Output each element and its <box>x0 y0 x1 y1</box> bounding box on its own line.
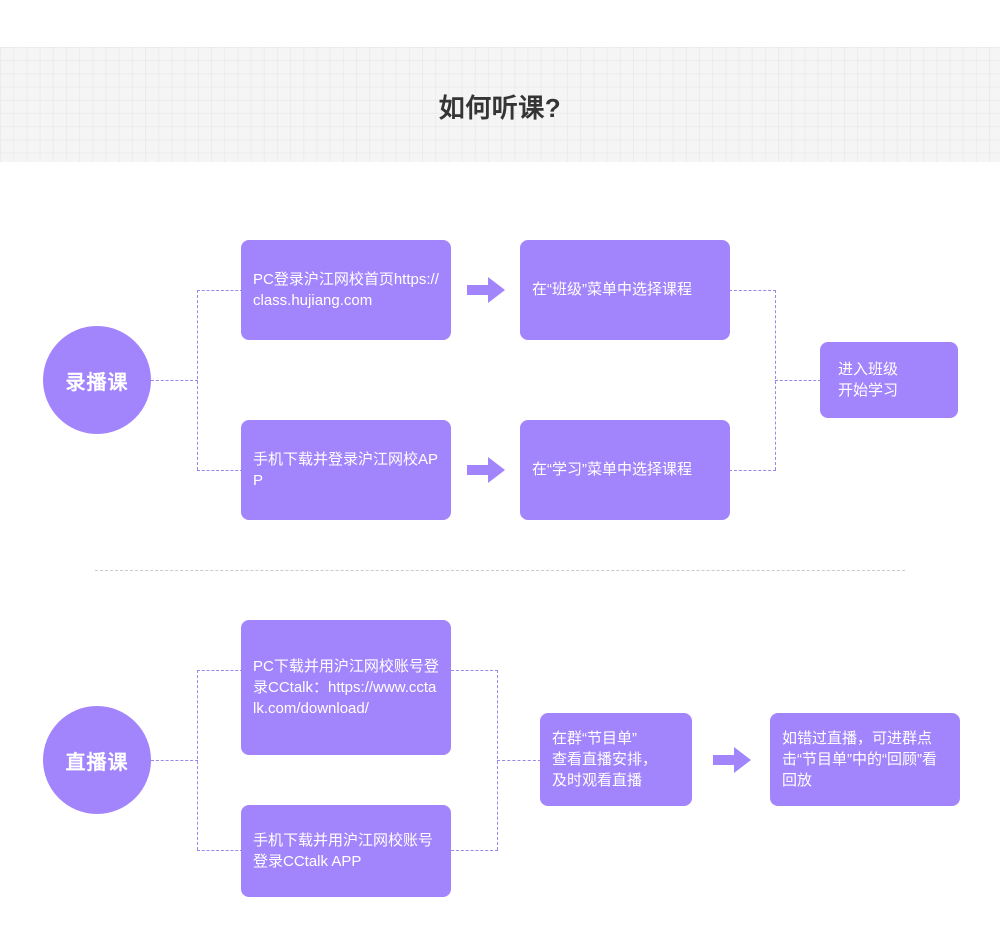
node-program-list[interactable]: 在群“节目单” 查看直播安排， 及时观看直播 <box>540 713 692 806</box>
connector-live-to-mobile-cctalk <box>197 850 243 851</box>
section-divider <box>95 570 905 571</box>
connector-live-circle-stub <box>151 760 198 761</box>
node-recorded-course-circle[interactable]: 录播课 <box>43 326 151 434</box>
node-study-menu[interactable]: 在“学习”菜单中选择课程 <box>520 420 730 520</box>
connector-recorded-to-app-login <box>197 470 243 471</box>
node-enter-class[interactable]: 进入班级 开始学习 <box>820 342 958 418</box>
arrow-to-study-menu-icon <box>467 455 505 485</box>
connector-study-menu-out <box>729 470 776 471</box>
connector-pc-cctalk-out <box>451 670 498 671</box>
connector-live-to-program-list <box>497 760 541 761</box>
connector-recorded-left-spine <box>197 290 198 470</box>
node-class-menu[interactable]: 在“班级”菜单中选择课程 <box>520 240 730 340</box>
node-mobile-cctalk[interactable]: 手机下载并用沪江网校账号登录CCtalk APP <box>241 805 451 897</box>
connector-recorded-to-enter-class <box>775 380 821 381</box>
connector-live-to-pc-cctalk <box>197 670 243 671</box>
arrow-to-replay-icon <box>713 745 751 775</box>
arrow-to-class-menu-icon <box>467 275 505 305</box>
node-replay[interactable]: 如错过直播，可进群点击“节目单”中的“回顾”看回放 <box>770 713 960 806</box>
connector-class-menu-out <box>729 290 776 291</box>
node-app-login[interactable]: 手机下载并登录沪江网校APP <box>241 420 451 520</box>
node-pc-login[interactable]: PC登录沪江网校首页https://class.hujiang.com <box>241 240 451 340</box>
connector-live-left-spine <box>197 670 198 850</box>
node-pc-cctalk[interactable]: PC下载并用沪江网校账号登录CCtalk：https://www.cctalk.… <box>241 620 451 755</box>
connector-recorded-to-pc-login <box>197 290 243 291</box>
page-title: 如何听课? <box>438 93 562 123</box>
node-live-course-circle[interactable]: 直播课 <box>43 706 151 814</box>
header-band <box>0 47 1000 162</box>
connector-mobile-cctalk-out <box>451 850 498 851</box>
connector-recorded-circle-stub <box>151 380 198 381</box>
